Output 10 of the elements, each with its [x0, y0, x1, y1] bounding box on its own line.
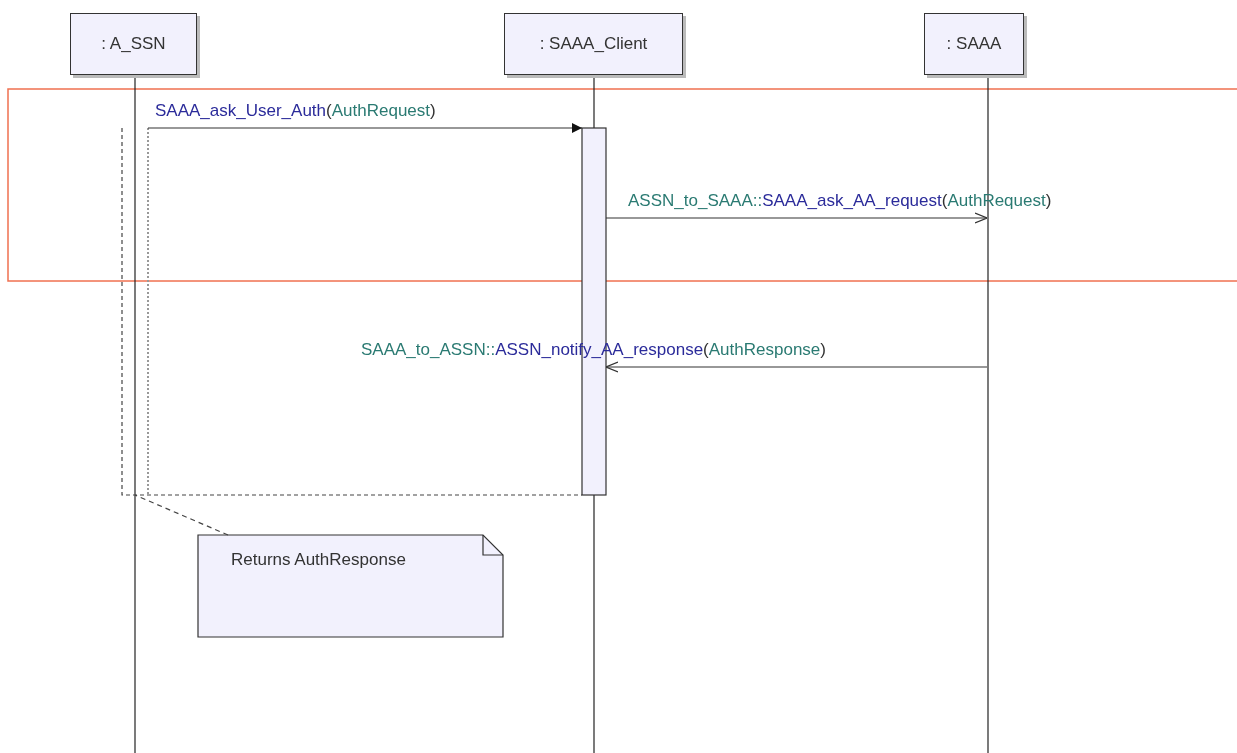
message-arrow: [605, 361, 988, 373]
message-label: SAAA_ask_User_Auth(AuthRequest): [155, 101, 436, 121]
message-arrow: [147, 123, 583, 133]
note-text: Returns AuthResponse: [231, 550, 406, 570]
leader-line: [134, 494, 229, 536]
note: [197, 534, 504, 638]
message-arrow: [605, 212, 988, 224]
participant-box: : SAAA_Client: [504, 13, 683, 75]
participant-box: : A_SSN: [70, 13, 197, 75]
participant-box: : SAAA: [924, 13, 1024, 75]
